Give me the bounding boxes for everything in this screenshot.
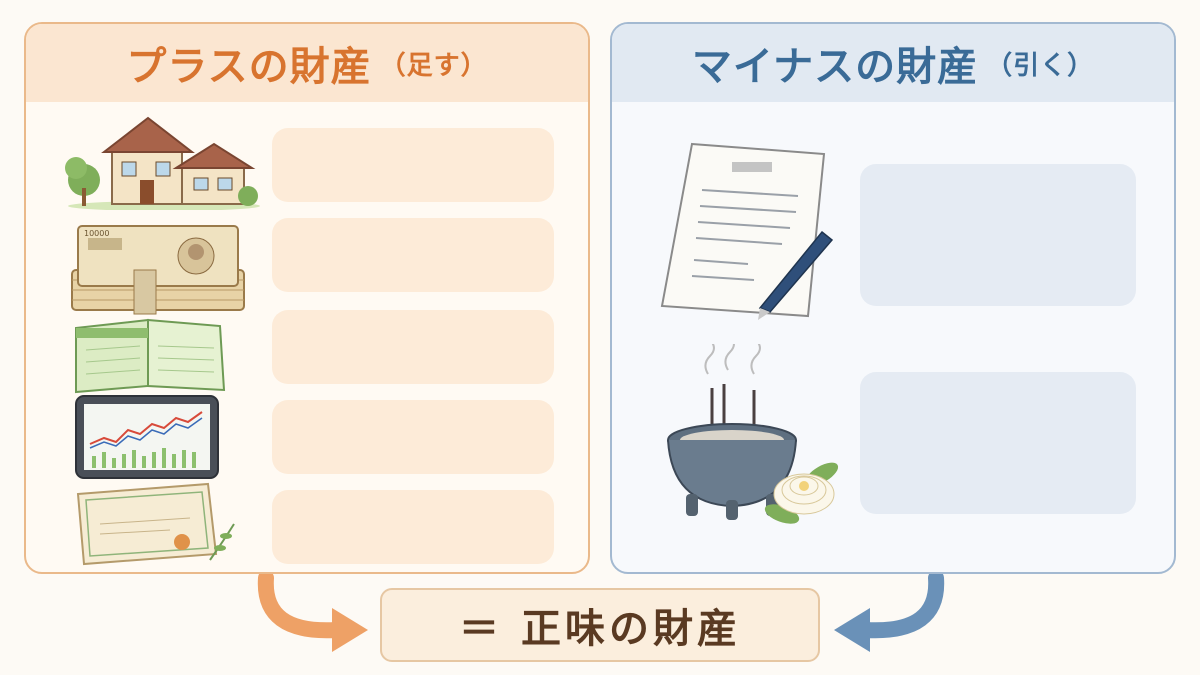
plus-item-slot-5 bbox=[272, 490, 554, 564]
net-assets-result-box: ＝ 正味の財産 bbox=[380, 588, 820, 662]
cash-bundle-note-text: 10000 bbox=[84, 229, 109, 238]
contract-document-pen-icon bbox=[660, 142, 834, 320]
plus-assets-subtitle: （足す） bbox=[379, 50, 488, 81]
minus-item-slot-2 bbox=[860, 372, 1136, 514]
plus-to-result-arrow-icon bbox=[257, 574, 368, 652]
plus-assets-panel: プラスの財産 （足す） 10000 bbox=[24, 22, 590, 574]
cash-bundle-icon: 10000 bbox=[71, 225, 245, 315]
incense-burner-icon bbox=[667, 344, 839, 524]
plus-item-slot-3 bbox=[272, 310, 554, 384]
plus-item-slot-4 bbox=[272, 400, 554, 474]
stock-chart-tablet-icon bbox=[75, 395, 219, 479]
plus-assets-title: プラスの財産 bbox=[126, 44, 372, 90]
plus-item-slot-2 bbox=[272, 218, 554, 292]
house-icon bbox=[65, 116, 260, 210]
plus-item-slot-1 bbox=[272, 128, 554, 202]
minus-assets-subtitle: （引く） bbox=[986, 50, 1095, 81]
minus-item-slot-1 bbox=[860, 164, 1136, 306]
certificate-icon bbox=[76, 482, 235, 566]
minus-assets-title: マイナスの財産 bbox=[691, 44, 979, 90]
minus-to-result-arrow-icon bbox=[834, 574, 945, 652]
plus-assets-header: プラスの財産 （足す） bbox=[26, 24, 588, 102]
net-assets-result-label: ＝ 正味の財産 bbox=[459, 606, 741, 652]
minus-assets-header: マイナスの財産 （引く） bbox=[612, 24, 1174, 102]
bankbook-icon bbox=[75, 318, 226, 394]
minus-assets-panel: マイナスの財産 （引く） bbox=[610, 22, 1176, 574]
